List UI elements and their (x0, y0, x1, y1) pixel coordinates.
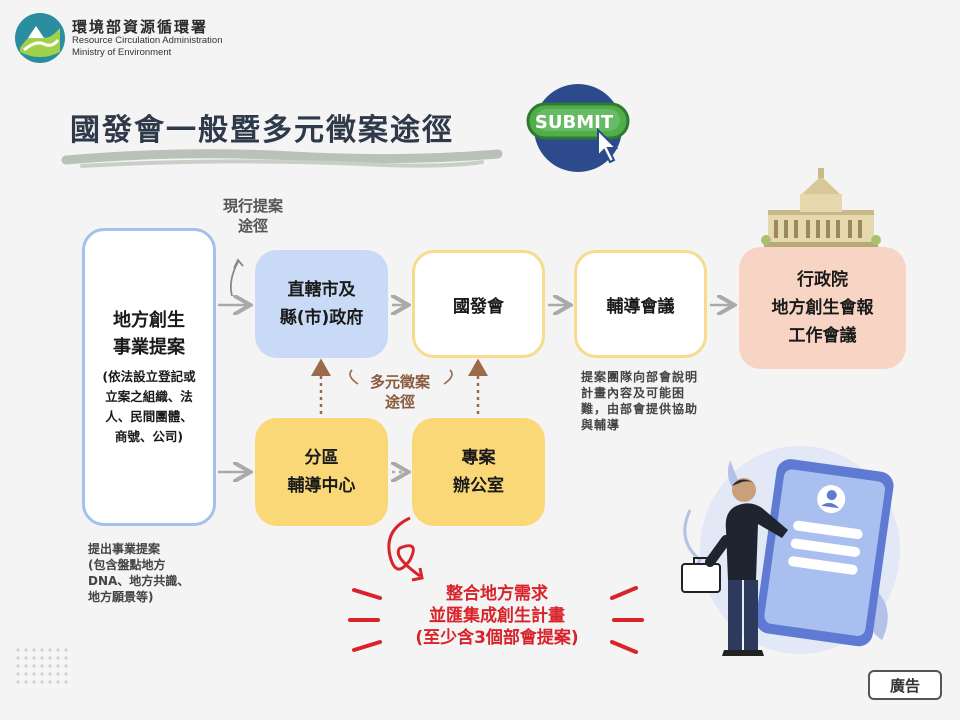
submit-badge-icon: SUBMIT (526, 78, 630, 174)
org-name-en-line: Ministry of Environment (72, 47, 222, 59)
org-name-en: Resource Circulation Administration Mini… (72, 35, 222, 59)
note-coaching-description: 提案團隊向部會說明 計畫內容及可能困 難，由部會提供協助 與輔導 (581, 369, 721, 433)
node-city-line: 直轄市及 (288, 276, 356, 304)
page-title: 國發會一般暨多元徵案途徑 (70, 105, 454, 149)
dot-grid-decoration (17, 649, 68, 684)
red-loop-arrow (389, 518, 420, 576)
brush-stroke-decoration (62, 146, 502, 172)
node-regional-coaching-center: 分區 輔導中心 (255, 418, 388, 526)
node-local-desc-line: (依法設立登記或 (102, 367, 195, 387)
org-name-en-line: Resource Circulation Administration (72, 35, 222, 47)
node-local-desc-line: 立案之組織、法 (102, 387, 195, 407)
node-ndc: 國發會 (412, 250, 545, 358)
note-current-line: 途徑 (208, 216, 298, 236)
node-local-title-line: 地方創生 (113, 307, 185, 334)
note-prop-line: (包含盤點地方 (88, 557, 218, 573)
node-zone-line: 輔導中心 (288, 472, 356, 500)
node-city-line: 縣(市)政府 (280, 304, 364, 332)
submit-badge-text: SUBMIT (535, 112, 614, 133)
ministry-logo-icon (14, 12, 66, 64)
node-city-county-government: 直轄市及 縣(市)政府 (255, 250, 388, 358)
node-local-title: 地方創生 事業提案 (113, 307, 185, 361)
node-zone-line: 分區 (305, 444, 339, 472)
note-multi-line: 途徑 (360, 392, 440, 412)
note-multi-route: 多元徵案 途徑 (360, 372, 440, 412)
node-local-business-proposal: 地方創生 事業提案 (依法設立登記或 立案之組織、法 人、民間團體、 商號、公司… (82, 228, 216, 526)
node-office-line: 辦公室 (453, 472, 504, 500)
highlight-integrated-plan: 整合地方需求 並匯集成創生計畫 (至少含3個部會提案) (392, 583, 602, 649)
note-current-line: 現行提案 (208, 196, 298, 216)
node-coaching-meeting: 輔導會議 (574, 250, 707, 358)
businessman-tablet-illustration (670, 440, 906, 662)
curl-arrow-current (231, 262, 238, 296)
note-coach-line: 難，由部會提供協助 (581, 401, 721, 417)
node-local-desc-line: 商號、公司) (102, 427, 195, 447)
node-local-desc: (依法設立登記或 立案之組織、法 人、民間團體、 商號、公司) (102, 367, 195, 447)
node-coach-label: 輔導會議 (607, 292, 675, 317)
note-prop-line: 地方願景等) (88, 589, 218, 605)
note-multi-line: 多元徵案 (360, 372, 440, 392)
org-name-cn: 環境部資源循環署 (72, 16, 208, 37)
node-exec-line: 行政院 (797, 266, 848, 294)
note-coach-line: 與輔導 (581, 417, 721, 433)
note-proposal-description: 提出事業提案 (包含盤點地方 DNA、地方共識、 地方願景等) (88, 541, 218, 605)
node-exec-line: 工作會議 (789, 322, 857, 350)
highlight-line: 整合地方需求 (392, 583, 602, 605)
highlight-line: (至少含3個部會提案) (392, 627, 602, 649)
node-exec-line: 地方創生會報 (772, 294, 874, 322)
node-project-office: 專案 辦公室 (412, 418, 545, 526)
note-coach-line: 計畫內容及可能困 (581, 385, 721, 401)
node-local-title-line: 事業提案 (113, 334, 185, 361)
ad-label: 廣告 (868, 670, 942, 700)
node-local-desc-line: 人、民間團體、 (102, 407, 195, 427)
note-prop-line: 提出事業提案 (88, 541, 218, 557)
node-office-line: 專案 (462, 444, 496, 472)
node-ndc-label: 國發會 (453, 292, 504, 317)
note-coach-line: 提案團隊向部會說明 (581, 369, 721, 385)
node-executive-yuan-meeting: 行政院 地方創生會報 工作會議 (739, 247, 906, 369)
government-building-icon (762, 168, 880, 252)
highlight-line: 並匯集成創生計畫 (392, 605, 602, 627)
note-prop-line: DNA、地方共識、 (88, 573, 218, 589)
note-current-route: 現行提案 途徑 (208, 196, 298, 236)
